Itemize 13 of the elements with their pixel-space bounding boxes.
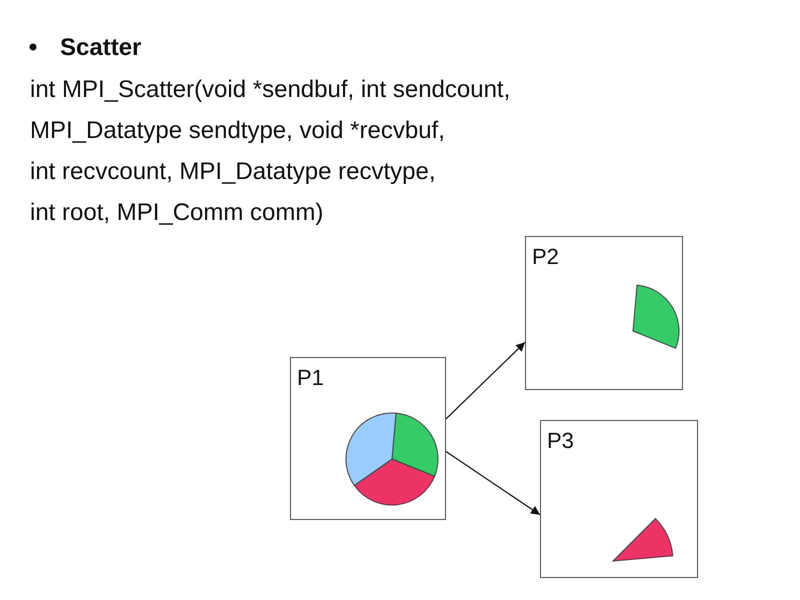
code-line: int root, MPI_Comm comm) — [30, 199, 324, 227]
code-line: int recvcount, MPI_Datatype recvtype, — [30, 158, 436, 186]
heading: Scatter — [60, 34, 142, 62]
process-box — [540, 420, 698, 578]
process-box — [290, 357, 446, 520]
code-line: MPI_Datatype sendtype, void *recvbuf, — [30, 117, 445, 145]
process-label: P3 — [547, 429, 574, 453]
process-label: P1 — [297, 366, 324, 390]
arrow — [446, 451, 540, 516]
process-label: P2 — [532, 245, 559, 269]
arrow — [446, 342, 526, 420]
process-box — [525, 236, 683, 390]
code-line: int MPI_Scatter(void *sendbuf, int sendcount, — [30, 76, 510, 104]
